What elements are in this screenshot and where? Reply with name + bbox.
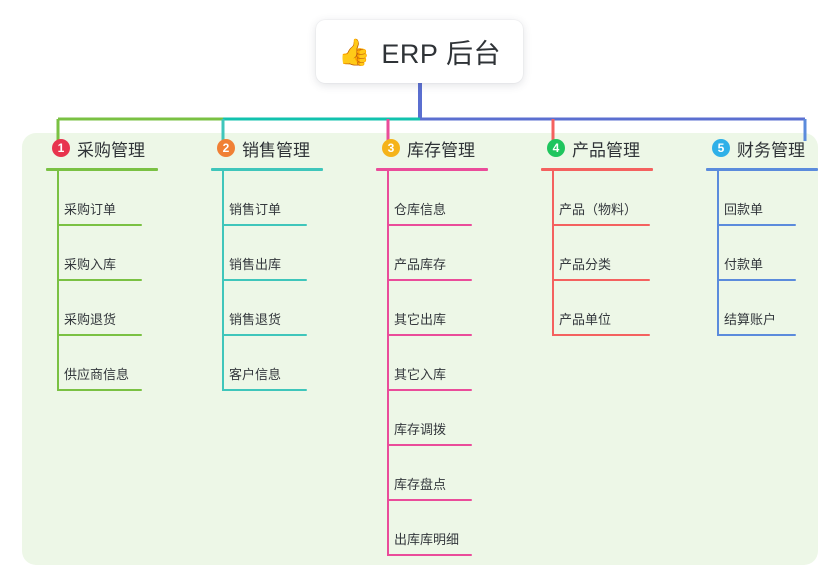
leaf-item[interactable]: 销售出库: [201, 226, 351, 281]
leaf-underline: [58, 334, 142, 336]
branch-index-badge: 1: [52, 139, 70, 157]
leaf-item[interactable]: 销售订单: [201, 171, 351, 226]
leaf-label: 销售退货: [229, 312, 282, 327]
leaf-underline: [388, 444, 472, 446]
leaf-label: 库存盘点: [394, 477, 447, 492]
leaf-label: 产品分类: [559, 257, 612, 272]
branch-index-badge: 3: [382, 139, 400, 157]
leaf-underline: [58, 279, 142, 281]
leaf-item[interactable]: 销售退货: [201, 281, 351, 336]
leaf-label: 回款单: [724, 202, 764, 217]
branch-column: 2 销售管理销售订单销售出库销售退货客户信息: [201, 133, 351, 391]
leaf-label: 采购退货: [64, 312, 117, 327]
branches-panel: [22, 133, 818, 565]
leaf-item[interactable]: 结算账户: [696, 281, 839, 336]
branch-underline: [376, 168, 488, 171]
leaf-list: 回款单付款单结算账户: [696, 171, 839, 336]
branch-header[interactable]: 1 采购管理: [36, 133, 186, 163]
leaf-item[interactable]: 采购退货: [36, 281, 186, 336]
branch-header[interactable]: 3 库存管理: [366, 133, 516, 163]
branch-column: 4 产品管理产品（物料） 产品分类产品单位: [531, 133, 681, 336]
leaf-label: 销售出库: [229, 257, 282, 272]
leaf-underline: [388, 554, 472, 556]
branch-column: 1 采购管理采购订单采购入库采购退货供应商信息: [36, 133, 186, 391]
branch-header[interactable]: 5 财务管理: [696, 133, 839, 163]
branch-index-badge: 2: [217, 139, 235, 157]
branch-title: 销售管理: [242, 140, 310, 160]
leaf-item[interactable]: 客户信息: [201, 336, 351, 391]
leaf-list: 销售订单销售出库销售退货客户信息: [201, 171, 351, 391]
leaf-label: 产品库存: [394, 257, 447, 272]
leaf-underline: [553, 279, 650, 281]
branch-index-badge: 4: [547, 139, 565, 157]
branch-underline: [541, 168, 653, 171]
leaf-item[interactable]: 库存调拨: [366, 391, 516, 446]
branch-column: 5 财务管理回款单付款单结算账户: [696, 133, 839, 336]
branch-underline: [706, 168, 818, 171]
leaf-label: 其它出库: [394, 312, 447, 327]
leaf-underline: [388, 389, 472, 391]
leaf-item[interactable]: 采购入库: [36, 226, 186, 281]
leaf-underline: [223, 224, 307, 226]
leaf-label: 产品（物料）: [559, 202, 638, 217]
leaf-label: 出库库明细: [394, 532, 460, 547]
leaf-underline: [388, 224, 472, 226]
root-title: ERP 后台: [381, 39, 501, 69]
leaf-label: 结算账户: [724, 312, 777, 327]
leaf-label: 其它入库: [394, 367, 447, 382]
leaf-item[interactable]: 采购订单: [36, 171, 186, 226]
leaf-list: 仓库信息产品库存其它出库其它入库库存调拨库存盘点出库库明细: [366, 171, 516, 556]
leaf-label: 客户信息: [229, 367, 282, 382]
leaf-underline: [718, 224, 796, 226]
leaf-item[interactable]: 供应商信息: [36, 336, 186, 391]
branch-columns: 1 采购管理采购订单采购入库采购退货供应商信息 2 销售管理销售订单销售出库销售退货客…: [0, 133, 839, 565]
branch-title: 采购管理: [77, 140, 145, 160]
leaf-label: 仓库信息: [394, 202, 447, 217]
leaf-list: 采购订单采购入库采购退货供应商信息: [36, 171, 186, 391]
thumbs-up-icon: 👍: [338, 36, 371, 67]
leaf-underline: [388, 334, 472, 336]
leaf-underline: [388, 279, 472, 281]
leaf-underline: [553, 334, 650, 336]
branch-header[interactable]: 2 销售管理: [201, 133, 351, 163]
root-node[interactable]: 👍 ERP 后台: [316, 20, 523, 83]
leaf-label: 采购入库: [64, 257, 117, 272]
leaf-label: 销售订单: [229, 202, 282, 217]
leaf-item[interactable]: 付款单: [696, 226, 839, 281]
branch-column: 3 库存管理仓库信息产品库存其它出库其它入库库存调拨库存盘点出库库明细: [366, 133, 516, 556]
leaf-underline: [718, 334, 796, 336]
leaf-label: 采购订单: [64, 202, 117, 217]
branch-underline: [211, 168, 323, 171]
leaf-label: 产品单位: [559, 312, 612, 327]
branch-title: 库存管理: [407, 140, 475, 160]
leaf-underline: [553, 224, 650, 226]
leaf-underline: [388, 499, 472, 501]
leaf-underline: [58, 224, 142, 226]
leaf-item[interactable]: 库存盘点: [366, 446, 516, 501]
leaf-item[interactable]: 产品分类: [531, 226, 681, 281]
leaf-list: 产品（物料） 产品分类产品单位: [531, 171, 681, 336]
leaf-item[interactable]: 其它出库: [366, 281, 516, 336]
leaf-label: 供应商信息: [64, 367, 130, 382]
leaf-item[interactable]: 出库库明细: [366, 501, 516, 556]
leaf-item[interactable]: 回款单: [696, 171, 839, 226]
leaf-item[interactable]: 产品（物料）: [531, 171, 681, 226]
branch-title: 财务管理: [737, 140, 805, 160]
leaf-underline: [223, 334, 307, 336]
leaf-item[interactable]: 产品单位: [531, 281, 681, 336]
leaf-underline: [223, 389, 307, 391]
leaf-label: 库存调拨: [394, 422, 447, 437]
leaf-item[interactable]: 产品库存: [366, 226, 516, 281]
leaf-underline: [223, 279, 307, 281]
leaf-label: 付款单: [724, 257, 764, 272]
leaf-item[interactable]: 其它入库: [366, 336, 516, 391]
branch-underline: [46, 168, 158, 171]
leaf-underline: [58, 389, 142, 391]
branch-index-badge: 5: [712, 139, 730, 157]
branch-header[interactable]: 4 产品管理: [531, 133, 681, 163]
branch-title: 产品管理: [572, 140, 640, 160]
leaf-item[interactable]: 仓库信息: [366, 171, 516, 226]
leaf-underline: [718, 279, 796, 281]
